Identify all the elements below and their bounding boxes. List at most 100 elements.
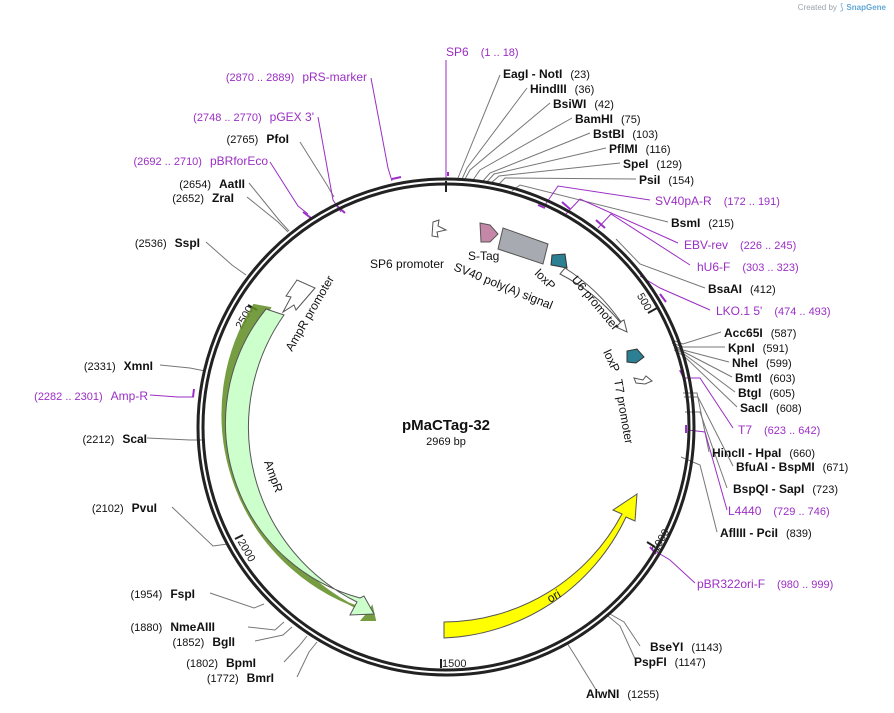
site-name: ZraI bbox=[212, 191, 234, 205]
svg-text:(1772)BmrI: (1772)BmrI bbox=[207, 671, 274, 685]
site-pos: (2652) bbox=[172, 193, 204, 205]
site-pos: (75) bbox=[621, 114, 641, 126]
site-name: PflMI bbox=[609, 142, 638, 156]
primer-labels-left: (2282 .. 2301)Amp-R (2692 .. 2710)pBRfor… bbox=[34, 70, 367, 403]
primer-range: (2870 .. 2889) bbox=[226, 72, 295, 84]
site-name: HincII - HpaI bbox=[712, 446, 781, 460]
svg-text:BspQI - SapI(723): BspQI - SapI(723) bbox=[733, 482, 838, 496]
primer-name: LKO.1 5' bbox=[716, 304, 762, 318]
site-pos: (412) bbox=[750, 284, 776, 296]
primer-range: (729 .. 746) bbox=[773, 506, 829, 518]
svg-text:BsiWI(42): BsiWI(42) bbox=[553, 97, 614, 111]
site-name: HindIII bbox=[530, 82, 567, 96]
svg-text:BsmI(215): BsmI (215) bbox=[671, 216, 734, 230]
site-pos: (1147) bbox=[675, 657, 706, 669]
primer-range: (172 .. 191) bbox=[724, 196, 780, 208]
loxp-feature-1 bbox=[550, 253, 568, 269]
site-pos: (723) bbox=[812, 484, 838, 496]
feature-label-loxp-2: loxP bbox=[600, 347, 623, 374]
site-name: AatII bbox=[219, 177, 245, 191]
site-name: BamHI bbox=[575, 112, 613, 126]
plasmid-name: pMaCTag-32 bbox=[402, 417, 490, 434]
primer-name: EBV-rev bbox=[684, 238, 728, 252]
site-pos: (2765) bbox=[227, 134, 259, 146]
sv40-polya-feature bbox=[497, 227, 549, 265]
site-name: NmeAIII bbox=[170, 620, 215, 634]
site-pos: (839) bbox=[786, 528, 812, 540]
svg-text:BmtI(603): BmtI (603) bbox=[735, 371, 795, 385]
tick-label-1000: 1000 bbox=[650, 527, 673, 554]
site-pos: (1143) bbox=[691, 642, 722, 654]
site-labels-left: (1772)BmrI (1802)BpmI (1852)BglI (1880)N… bbox=[83, 132, 289, 685]
svg-text:(2331)XmnI: (2331) XmnI bbox=[84, 359, 153, 373]
site-name: BfuAI - BspMI bbox=[736, 460, 815, 474]
feature-label-loxp-1: loxP bbox=[532, 266, 558, 292]
u6-promoter-arrow bbox=[559, 267, 628, 333]
site-pos: (2536) bbox=[135, 238, 167, 250]
site-pos: (603) bbox=[770, 373, 796, 385]
primer-ticks bbox=[192, 172, 687, 555]
snapgene-logo-icon: ⟆ bbox=[839, 2, 844, 12]
site-pos: (1954) bbox=[131, 589, 163, 601]
feature-label-ampr: AmpR bbox=[261, 458, 286, 494]
site-name: PvuI bbox=[132, 501, 157, 515]
site-pos: (1772) bbox=[207, 673, 239, 685]
site-pos: (660) bbox=[789, 448, 815, 460]
primer-name: T7 bbox=[738, 423, 752, 437]
t7-promoter-arrow bbox=[633, 375, 653, 385]
site-name: FspI bbox=[170, 587, 195, 601]
site-pos: (587) bbox=[771, 328, 797, 340]
svg-text:BstBI(103): BstBI(103) bbox=[593, 127, 658, 141]
site-name: PsiI bbox=[639, 173, 660, 187]
primer-name: pBRforEco bbox=[210, 154, 268, 168]
primer-name: SP6 bbox=[446, 45, 469, 59]
sp6-promoter-arrow bbox=[431, 219, 448, 238]
feature-label-u6-promoter: U6 promoter bbox=[569, 273, 623, 333]
site-name: ScaI bbox=[122, 432, 147, 446]
site-pos: (154) bbox=[668, 175, 694, 187]
site-name: SspI bbox=[175, 236, 200, 250]
feature-label-sp6-promoter: SP6 promoter bbox=[370, 257, 444, 271]
credit-brand: SnapGene bbox=[846, 3, 886, 12]
site-pos: (23) bbox=[570, 69, 590, 81]
svg-text:BtgI(605): BtgI(605) bbox=[738, 386, 795, 400]
svg-text:(2536)SspI: (2536) SspI bbox=[135, 236, 200, 250]
svg-text:(2870 .. 2889)pRS-marker: (2870 .. 2889)pRS-marker bbox=[226, 70, 367, 84]
site-pos: (671) bbox=[823, 462, 849, 474]
svg-text:BamHI(75): BamHI (75) bbox=[575, 112, 641, 126]
svg-text:HindIII(36): HindIII(36) bbox=[530, 82, 594, 96]
svg-text:(2282 .. 2301)Amp-R: (2282 .. 2301)Amp-R bbox=[34, 389, 148, 403]
site-name: NheI bbox=[732, 356, 758, 370]
svg-text:(2765)PfoI: (2765)PfoI bbox=[227, 132, 289, 146]
svg-text:AlwNI(1255): AlwNI(1255) bbox=[586, 687, 659, 701]
svg-text:SV40pA-R(172 .. 191): SV40pA-R(172 .. 191) bbox=[655, 194, 780, 208]
site-pos: (1880) bbox=[131, 622, 163, 634]
credit-prefix: Created by bbox=[797, 3, 837, 12]
svg-text:(2652)ZraI: (2652) ZraI bbox=[172, 191, 234, 205]
site-pos: (1802) bbox=[186, 658, 218, 670]
svg-text:HincII - HpaI(660): HincII - HpaI (660) bbox=[712, 446, 815, 460]
site-name: BsmI bbox=[671, 216, 700, 230]
primer-name: L4440 bbox=[728, 504, 762, 518]
site-pos: (116) bbox=[646, 144, 671, 156]
svg-text:BseYI(1143): BseYI(1143) bbox=[650, 640, 722, 654]
site-name: SpeI bbox=[623, 157, 648, 171]
site-name: BstBI bbox=[593, 127, 624, 141]
site-pos: (1255) bbox=[627, 689, 659, 701]
site-pos: (215) bbox=[708, 218, 734, 230]
svg-text:(1880)NmeAIII: (1880) NmeAIII bbox=[131, 620, 215, 634]
svg-text:Acc65I(587): Acc65I(587) bbox=[724, 326, 796, 340]
site-pos: (2331) bbox=[84, 361, 116, 373]
site-name: BmtI bbox=[735, 371, 762, 385]
primer-name: pBR322ori-F bbox=[697, 577, 765, 591]
svg-text:AflIII - PciI(839): AflIII - PciI (839) bbox=[720, 526, 812, 540]
site-name: XmnI bbox=[124, 359, 153, 373]
site-name: AflIII - PciI bbox=[720, 526, 778, 540]
svg-text:(2692 .. 2710)pBRforEco: (2692 .. 2710)pBRforEco bbox=[133, 154, 268, 168]
svg-text:pBR322ori-F(980 .. 999): pBR322ori-F(980 .. 999) bbox=[697, 577, 833, 591]
site-pos: (2102) bbox=[92, 503, 124, 515]
svg-text:PsiI(154): PsiI (154) bbox=[639, 173, 694, 187]
primer-name: hU6-F bbox=[697, 260, 730, 274]
svg-text:L4440(729 .. 746): L4440 (729 .. 746) bbox=[728, 504, 830, 518]
